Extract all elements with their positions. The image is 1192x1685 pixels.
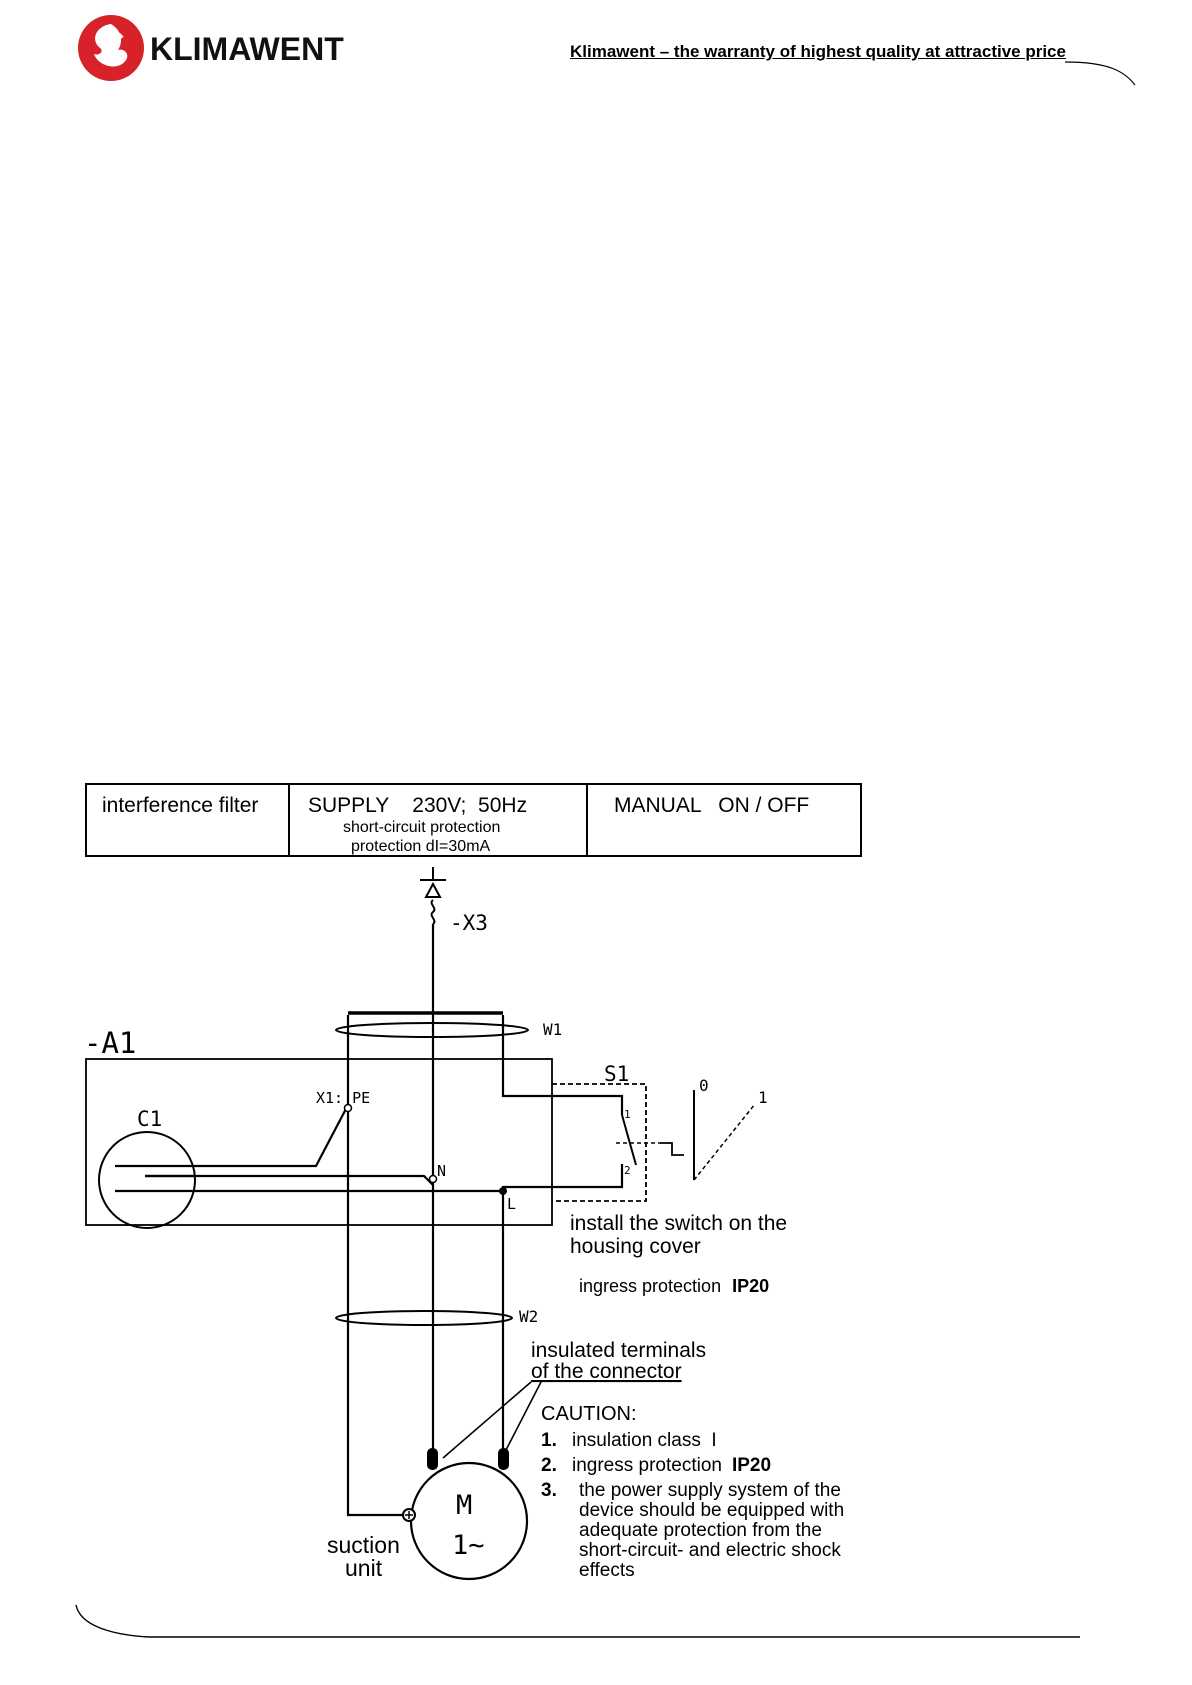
s1-contact-2: 2 [624,1164,631,1177]
spec-table-frame [85,783,862,857]
install-note-line2: housing cover [570,1235,701,1258]
x1-pe-label: X1: PE [316,1089,370,1107]
w1-label: W1 [543,1020,562,1039]
header-tagline: Klimawent – the warranty of highest qual… [570,42,1066,61]
insulated-note-line2: of the connector [531,1360,682,1383]
insulated-note-line1: insulated terminals [531,1339,706,1362]
w2-label: W2 [519,1307,538,1326]
logo-swirl-icon [78,15,144,81]
w1-ferrite-ellipse [335,1022,529,1038]
c1-label: C1 [137,1107,162,1131]
s1-contact-1: 1 [624,1108,631,1121]
switch-position-1: 1 [758,1088,768,1107]
x1-pe-terminal [343,1103,353,1113]
manual-label: MANUAL ON / OFF [614,794,809,817]
caution-item-3-line5: effects [579,1560,635,1581]
caution-item-3-line4: short-circuit- and electric shock [579,1540,841,1561]
ingress-label: ingress protection IP20 [579,1276,769,1296]
wire-pe [346,1015,407,1517]
w2-ferrite-ellipse [335,1310,513,1326]
insulated-leader-lines [442,1381,542,1459]
caution-title: CAUTION: [541,1403,637,1425]
install-note-line1: install the switch on the [570,1212,787,1235]
s1-switch-symbol [552,1083,756,1202]
motor-symbol [409,1461,529,1581]
filter-label: interference filter [102,794,258,817]
brand-name: KLIMAWENT [150,31,344,67]
motor-m-label: M [456,1490,472,1521]
supply-label: SUPPLY 230V; 50Hz [308,794,527,817]
caution-item-3-line1: the power supply system of the [579,1480,841,1501]
l-label: L [507,1195,516,1213]
a1-enclosure [85,1058,553,1226]
motor-terminal-l [498,1448,509,1470]
caution-item-3-line2: device should be equipped with [579,1500,844,1521]
caution-item-1-text: insulation class I [572,1430,717,1451]
x3-label: -X3 [450,911,488,935]
caution-item-3-line3: adequate protection from the [579,1520,822,1541]
n-label: N [437,1162,446,1180]
spec-boxes [85,783,862,857]
caution-item-1-num: 1. [541,1430,557,1451]
footer-swoosh [75,1604,1080,1638]
caution-item-2-num: 2. [541,1455,557,1476]
s1-label: S1 [604,1062,629,1086]
suction-note-line1: suction [327,1532,400,1558]
l-terminal [499,1187,507,1195]
caution-item-3-num: 3. [541,1480,557,1501]
motor-phase-label: 1~ [452,1530,485,1561]
wire-l [501,1015,624,1115]
a1-label: -A1 [84,1026,136,1060]
c1-filter-symbol [98,1131,196,1229]
supply-note-2: protection dI=30mA [351,838,491,855]
switch-position-0: 0 [699,1076,709,1095]
supply-note-1: short-circuit protection [343,819,500,836]
plug-x3-symbol [420,867,446,925]
klimawent-logo: KLIMAWENT [78,15,344,81]
header-swoosh [1064,61,1136,86]
wires [115,924,624,1517]
n-terminal [428,1174,438,1184]
motor-terminal-n [427,1448,438,1470]
suction-note-line2: unit [345,1555,383,1581]
